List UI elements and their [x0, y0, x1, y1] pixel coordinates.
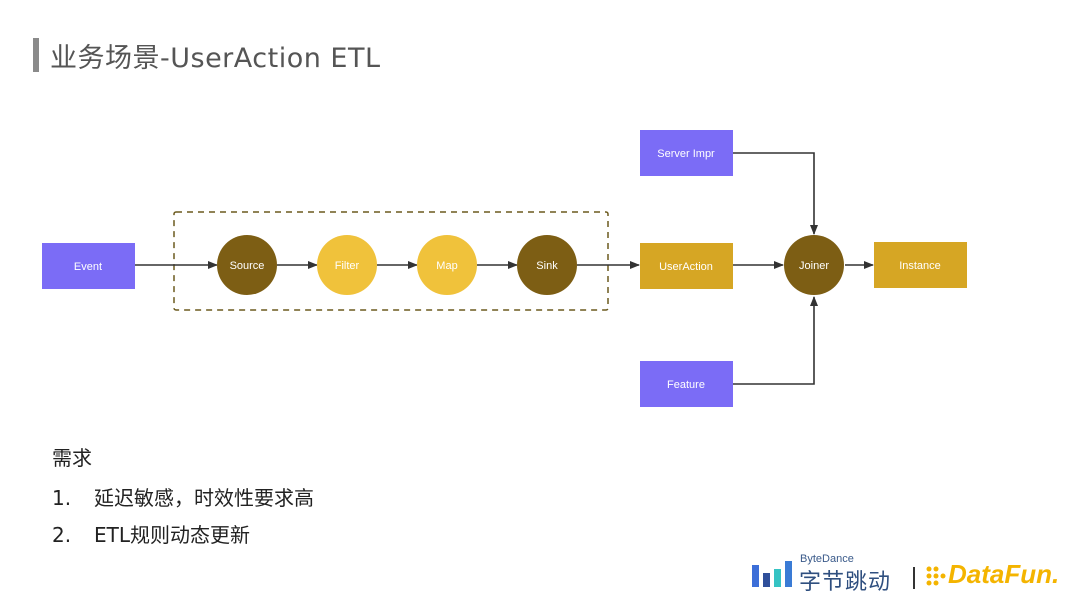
- instance-node: [874, 242, 967, 288]
- datafun-logo-icon: [926, 566, 946, 586]
- server-impr-label: Server Impr: [657, 148, 715, 160]
- filter-label: Filter: [335, 260, 360, 272]
- logo-divider: [913, 567, 915, 589]
- sink-node: [517, 235, 577, 295]
- feature-node: [640, 361, 733, 407]
- etl-job-dashed-group: [173, 211, 609, 311]
- useraction-node: [640, 243, 733, 289]
- page-title: 业务场景-UserAction ETL: [50, 43, 381, 74]
- bytedance-cn-wordmark: 字节跳动: [799, 570, 892, 595]
- map-label: Map: [436, 260, 457, 272]
- feature-label: Feature: [667, 379, 705, 391]
- joiner-label: Joiner: [799, 260, 829, 272]
- arrow-serverimpr-joiner: [733, 152, 818, 235]
- requirement-number: 2.: [52, 523, 72, 547]
- filter-node: [317, 235, 377, 295]
- bytedance-logo-icon: [752, 561, 792, 587]
- joiner-node: [784, 235, 844, 295]
- useraction-label: UserAction: [659, 261, 713, 273]
- bytedance-en-wordmark: ByteDance: [800, 553, 854, 565]
- instance-label: Instance: [899, 260, 941, 272]
- requirements-heading: 需求: [52, 446, 92, 470]
- requirement-number: 1.: [52, 486, 72, 510]
- title-accent-bar: [33, 38, 39, 72]
- requirement-text: 延迟敏感，时效性要求高: [94, 486, 314, 510]
- sink-label: Sink: [536, 260, 558, 272]
- server-impr-node: [640, 130, 733, 176]
- event-label: Event: [74, 261, 102, 273]
- datafun-wordmark: DataFun.: [948, 559, 1060, 589]
- source-label: Source: [230, 260, 265, 272]
- footer-logos: ByteDance 字节跳动 DataFun.: [750, 553, 1070, 595]
- requirement-item-1: 1. 延迟敏感，时效性要求高: [52, 482, 314, 511]
- source-node: [217, 235, 277, 295]
- requirement-item-2: 2. ETL规则动态更新: [52, 519, 250, 548]
- arrow-feature-joiner: [733, 296, 818, 385]
- requirement-text: ETL规则动态更新: [94, 523, 250, 547]
- event-node: [42, 243, 135, 289]
- map-node: [417, 235, 477, 295]
